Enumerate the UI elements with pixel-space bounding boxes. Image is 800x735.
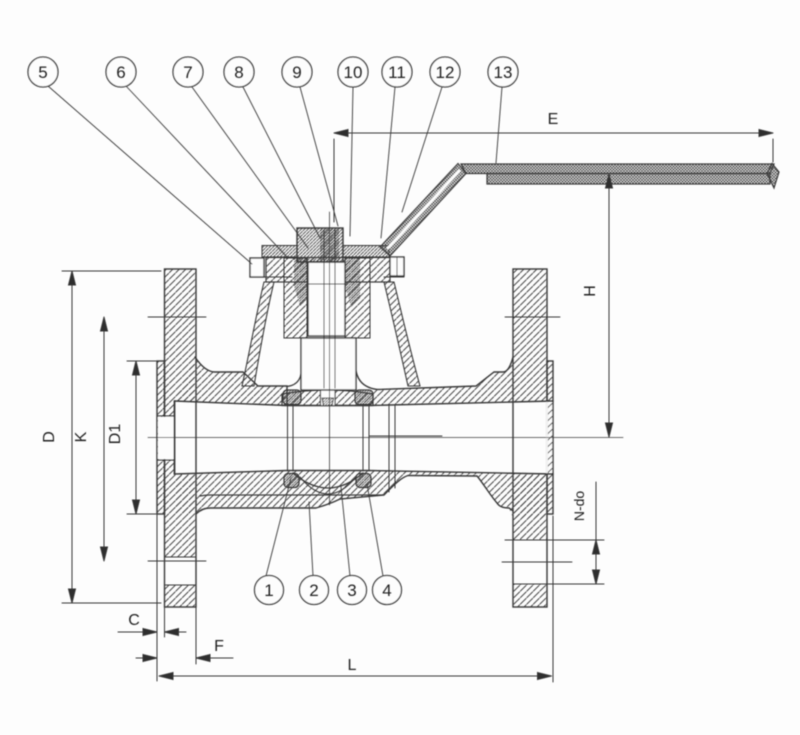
svg-text:9: 9 bbox=[292, 63, 301, 82]
svg-text:F: F bbox=[214, 638, 224, 655]
svg-text:H: H bbox=[582, 285, 599, 297]
svg-text:3: 3 bbox=[347, 581, 356, 600]
svg-text:2: 2 bbox=[309, 581, 318, 600]
svg-text:5: 5 bbox=[38, 63, 47, 82]
svg-text:7: 7 bbox=[183, 63, 192, 82]
svg-text:11: 11 bbox=[388, 63, 406, 82]
svg-text:K: K bbox=[73, 431, 90, 442]
svg-text:L: L bbox=[348, 657, 357, 674]
svg-text:4: 4 bbox=[382, 581, 391, 600]
svg-text:D: D bbox=[41, 431, 58, 443]
svg-text:E: E bbox=[548, 111, 559, 128]
svg-text:1: 1 bbox=[264, 581, 273, 600]
svg-text:6: 6 bbox=[116, 63, 125, 82]
svg-text:13: 13 bbox=[494, 63, 513, 82]
svg-text:C: C bbox=[128, 612, 140, 629]
svg-text:10: 10 bbox=[344, 63, 363, 82]
svg-text:12: 12 bbox=[436, 63, 455, 82]
svg-text:N-do: N-do bbox=[571, 491, 587, 522]
svg-text:D1: D1 bbox=[107, 424, 124, 445]
svg-text:8: 8 bbox=[234, 63, 243, 82]
